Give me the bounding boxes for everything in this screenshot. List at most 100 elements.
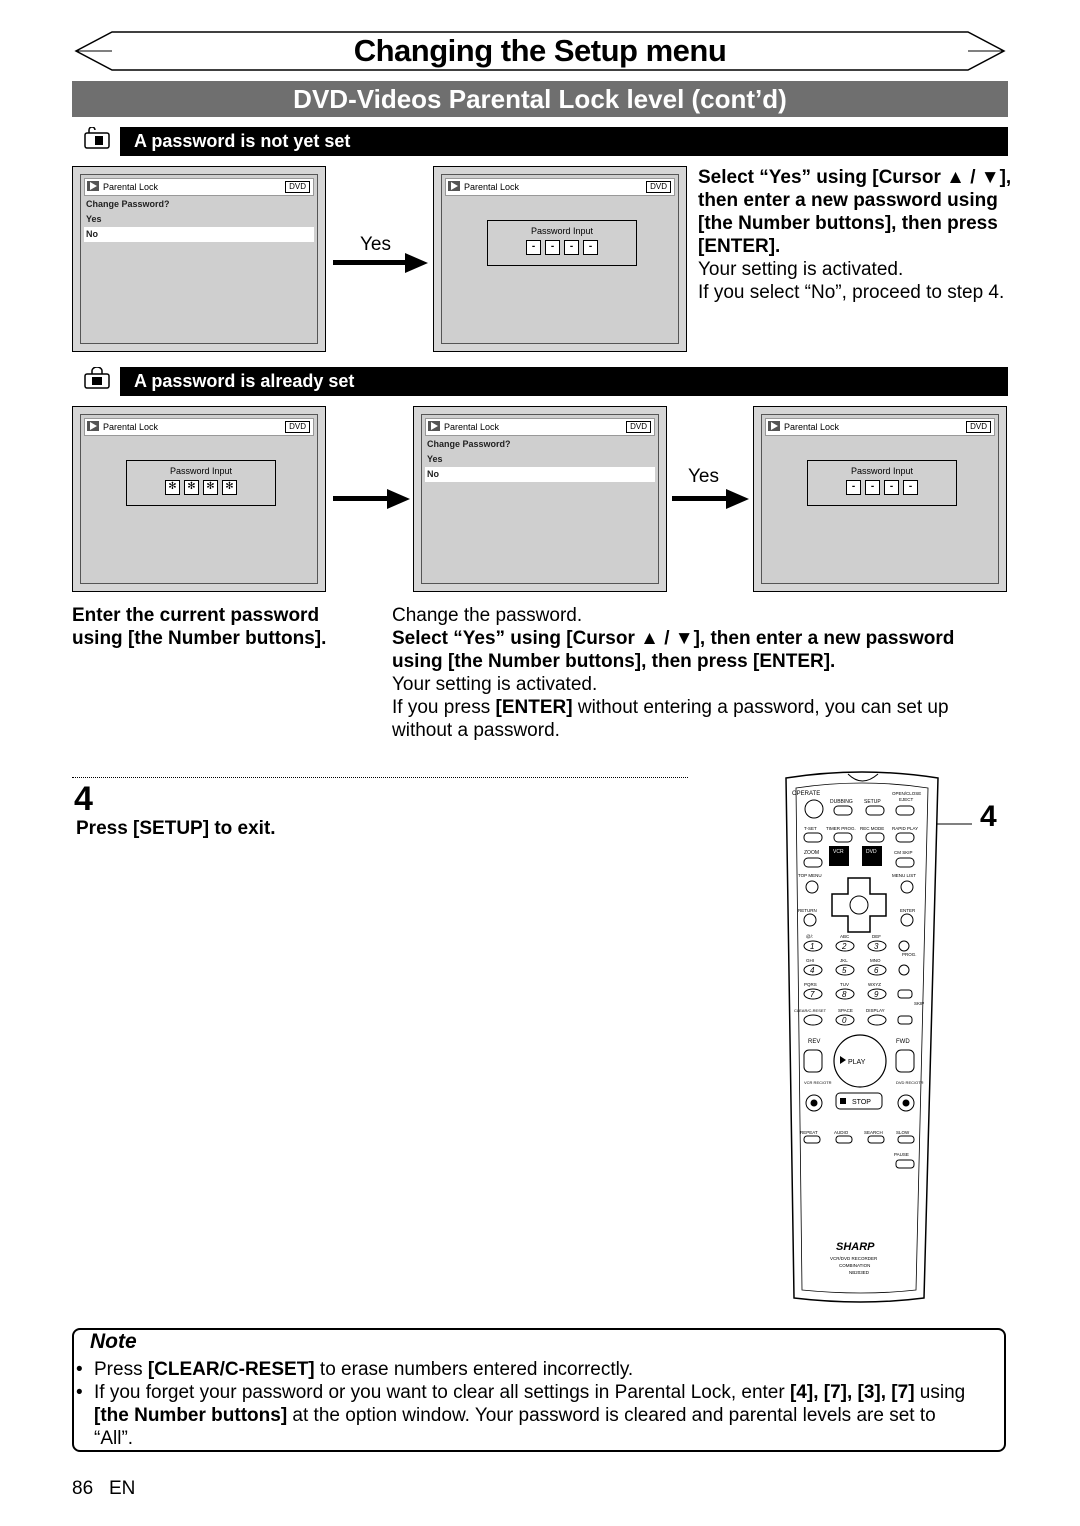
svg-text:8: 8 xyxy=(842,990,847,999)
svg-text:2: 2 xyxy=(841,942,847,951)
screen-menu: Change Password? Yes No xyxy=(425,437,655,482)
svg-text:PQRS: PQRS xyxy=(804,982,817,987)
svg-text:ABC: ABC xyxy=(840,934,850,939)
svg-text:TUV: TUV xyxy=(840,982,849,987)
svg-text:EJECT: EJECT xyxy=(899,797,914,802)
password-digit: - xyxy=(526,240,541,255)
svg-text:VCR REC/OTR: VCR REC/OTR xyxy=(804,1080,832,1085)
svg-text:6: 6 xyxy=(874,966,879,975)
right-arrow-icon xyxy=(672,489,749,509)
dvd-tag: DVD xyxy=(626,421,651,433)
remote-control: OPERATE DUBBING SETUP OPEN/CLOSE EJECT T… xyxy=(782,764,942,1308)
dvd-tag: DVD xyxy=(966,421,991,433)
svg-text:RETURN: RETURN xyxy=(798,908,817,913)
svg-text:ZOOM: ZOOM xyxy=(804,850,819,856)
page-title: Changing the Setup menu xyxy=(353,33,727,68)
svg-text:OPEN/CLOSE: OPEN/CLOSE xyxy=(892,791,921,796)
svg-text:REPEAT: REPEAT xyxy=(800,1130,818,1135)
step-number: 4 xyxy=(74,780,93,818)
language-tag: EN xyxy=(108,1478,136,1499)
svg-text:STOP: STOP xyxy=(852,1099,871,1106)
svg-text:DISPLAY: DISPLAY xyxy=(866,1008,885,1013)
svg-text:1: 1 xyxy=(810,942,814,951)
hint-line: If you select “No”, proceed to step 4. xyxy=(698,282,1005,303)
svg-text:0: 0 xyxy=(842,1016,847,1025)
screen-password-input: Parental Lock DVD Password Input ---- xyxy=(433,166,687,352)
svg-text:T-SET: T-SET xyxy=(804,826,817,831)
screen-menu: Change Password? Yes No xyxy=(84,197,314,242)
screen-current-password: Parental Lock DVD Password Input ✻✻✻✻ xyxy=(72,406,326,592)
password-digit: ✻ xyxy=(184,480,199,495)
dvd-tag: DVD xyxy=(285,181,310,193)
note-title: Note xyxy=(86,1330,141,1354)
svg-text:DEF: DEF xyxy=(872,934,881,939)
instruction-already-set-2: using [the Number buttons], then press [… xyxy=(392,651,836,672)
svg-text:AUDIO: AUDIO xyxy=(834,1130,849,1135)
subheading-not-set: A password is not yet set xyxy=(120,127,1008,156)
status-line: Your setting is activated. xyxy=(392,674,598,695)
password-digit: - xyxy=(583,240,598,255)
play-icon xyxy=(428,421,440,431)
svg-text:9: 9 xyxy=(874,990,879,999)
svg-text:DUBBING: DUBBING xyxy=(830,799,853,805)
svg-text:JKL: JKL xyxy=(840,958,848,963)
screen-header: Parental Lock DVD xyxy=(445,178,675,196)
svg-text:7: 7 xyxy=(810,990,815,999)
dvd-tag: DVD xyxy=(646,181,671,193)
right-arrow-icon xyxy=(333,489,410,509)
svg-text:CLEAR/C-RESET: CLEAR/C-RESET xyxy=(794,1008,827,1013)
screen-header: Parental Lock DVD xyxy=(765,418,995,436)
password-input-box: Password Input ✻✻✻✻ xyxy=(126,460,276,506)
lock-closed-icon xyxy=(84,367,110,389)
dvd-tag: DVD xyxy=(285,421,310,433)
svg-text:SPACE: SPACE xyxy=(838,1008,853,1013)
screen-header: Parental Lock DVD xyxy=(84,418,314,436)
lock-open-icon xyxy=(84,127,110,149)
svg-text:TIMER PROG.: TIMER PROG. xyxy=(826,826,856,831)
arrow-label: Yes xyxy=(360,234,391,255)
screen-change-password: Parental Lock DVD Change Password? Yes N… xyxy=(72,166,326,352)
change-password-line: Change the password. xyxy=(392,605,583,626)
section-title: DVD-Videos Parental Lock level (cont’d) xyxy=(72,81,1008,117)
right-arrow-icon xyxy=(333,253,428,273)
caption-number-buttons: using [the Number buttons]. xyxy=(72,628,327,649)
password-digit: - xyxy=(564,240,579,255)
play-icon xyxy=(768,421,780,431)
screen-header: Parental Lock DVD xyxy=(425,418,655,436)
menu-item: Change Password? xyxy=(86,199,170,209)
password-digit: ✻ xyxy=(165,480,180,495)
remote-label: OPERATE xyxy=(792,791,820,797)
svg-text:TOP MENU: TOP MENU xyxy=(798,873,822,878)
play-icon xyxy=(448,181,460,191)
svg-text:SKIP: SKIP xyxy=(914,1001,924,1006)
svg-text:SEARCH: SEARCH xyxy=(864,1130,883,1135)
subheading-already-set: A password is already set xyxy=(120,367,1008,396)
menu-item-selected: No xyxy=(425,467,655,482)
note-item: • If you forget your password or you wan… xyxy=(76,1382,966,1449)
menu-item: Change Password? xyxy=(427,439,511,449)
password-digit: - xyxy=(884,480,899,495)
status-line: Your setting is activated. xyxy=(698,259,904,280)
page-footer: 86 EN xyxy=(72,1478,135,1500)
instruction-not-set: Select “Yes” using [Cursor ▲ / ▼], then … xyxy=(698,167,1012,257)
svg-text:PROG.: PROG. xyxy=(902,952,917,957)
password-digit: ✻ xyxy=(222,480,237,495)
svg-text:PLAY: PLAY xyxy=(848,1059,866,1066)
password-input-box: Password Input ---- xyxy=(487,220,637,266)
screen-new-password: Parental Lock DVD Password Input ---- xyxy=(753,406,1007,592)
svg-text:CM SKIP: CM SKIP xyxy=(894,850,913,855)
svg-text:MNO: MNO xyxy=(870,958,881,963)
svg-text:5: 5 xyxy=(842,966,847,975)
step-text: Press [SETUP] to exit. xyxy=(76,818,276,839)
title-banner: Changing the Setup menu xyxy=(72,28,1008,74)
note-box xyxy=(72,1328,1006,1452)
screen-header: Parental Lock DVD xyxy=(84,178,314,196)
svg-text:MENU LIST: MENU LIST xyxy=(892,873,916,878)
svg-text:RAPID PLAY: RAPID PLAY xyxy=(892,826,918,831)
instruction-already-set: Select “Yes” using [Cursor ▲ / ▼], then … xyxy=(392,628,955,649)
play-icon xyxy=(87,421,99,431)
enter-hint-line: If you press [ENTER] without entering a … xyxy=(392,697,949,718)
svg-text:PAUSE: PAUSE xyxy=(894,1152,909,1157)
svg-text:4: 4 xyxy=(810,966,815,975)
svg-text:DVD REC/OTR: DVD REC/OTR xyxy=(896,1080,924,1085)
